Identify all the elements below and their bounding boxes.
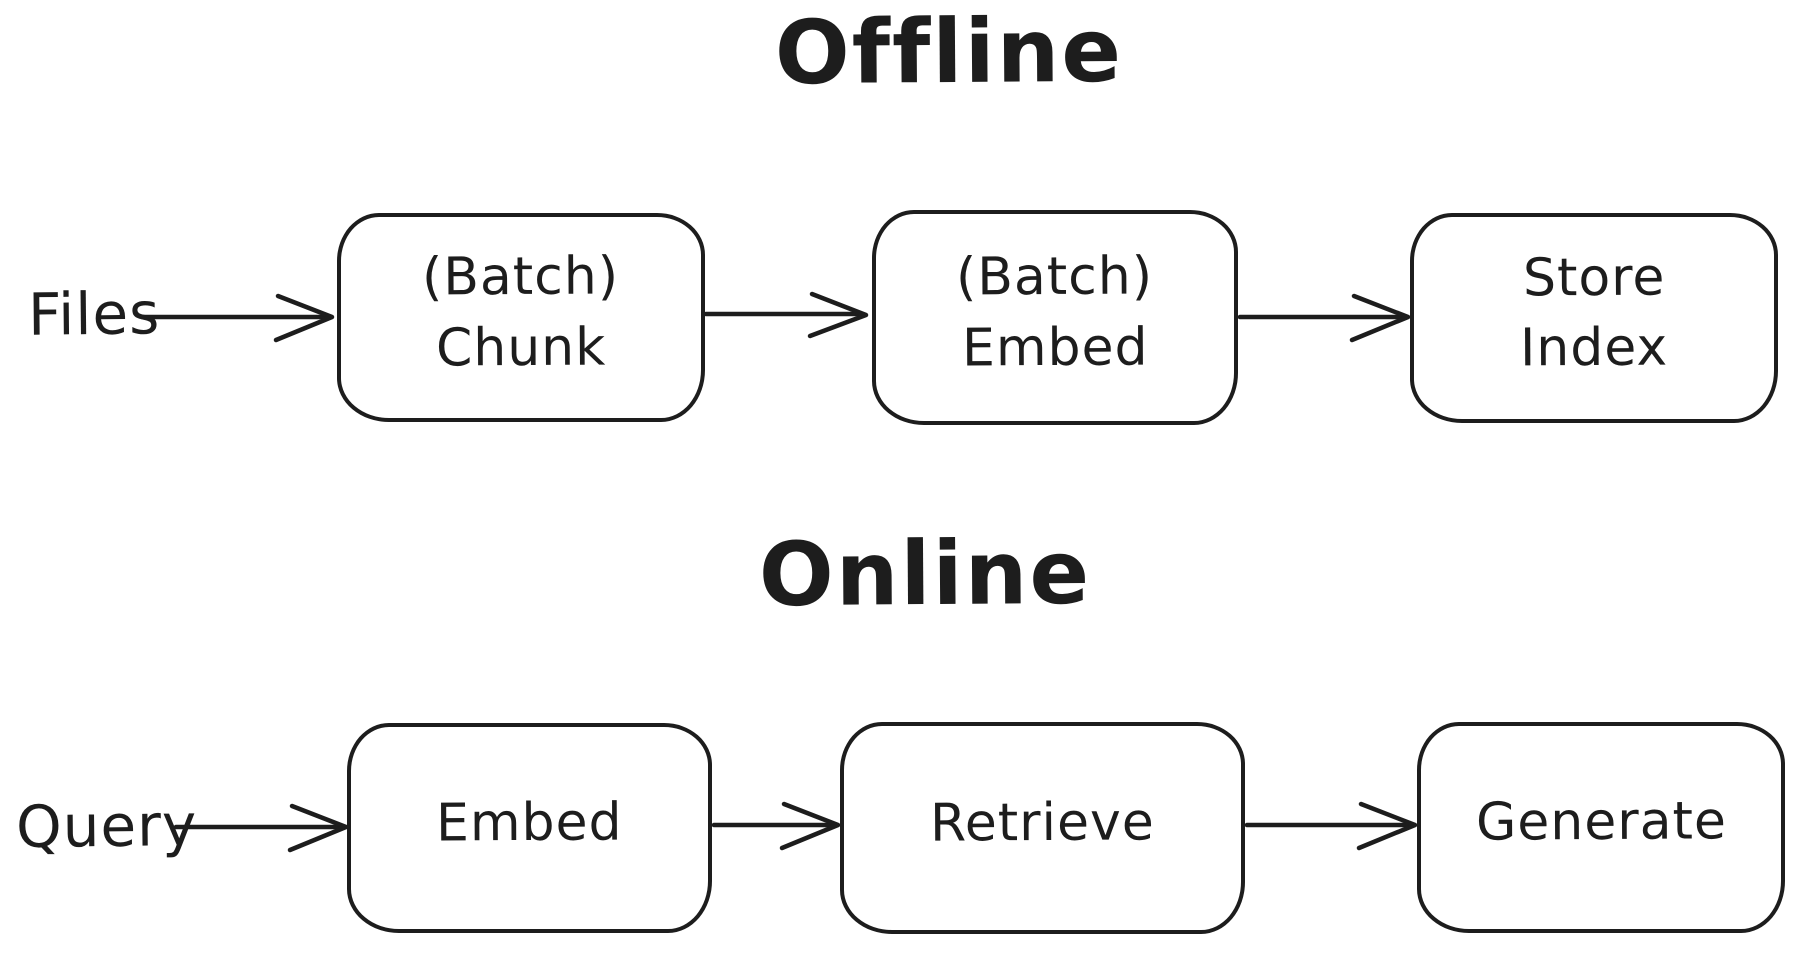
- input-label-files: Files: [27, 279, 161, 349]
- node-label-line: Embed: [961, 317, 1149, 378]
- node-label-line: (Batch): [956, 246, 1154, 308]
- section-title-online: Online: [758, 520, 1092, 627]
- input-label-query: Query: [15, 791, 198, 861]
- arrow-batch-embed-to-store-index: [1237, 293, 1411, 343]
- node-batch-chunk: (Batch) Chunk: [337, 213, 705, 422]
- arrow-retrieve-to-generate: [1244, 801, 1418, 851]
- node-label-line: Index: [1519, 317, 1669, 379]
- node-label-line: Store: [1522, 247, 1666, 309]
- node-label-line: (Batch): [422, 246, 620, 308]
- node-label-line: Retrieve: [929, 792, 1156, 854]
- node-batch-embed: (Batch) Embed: [872, 210, 1238, 425]
- arrow-embed-to-retrieve: [711, 801, 841, 851]
- node-label-line: Generate: [1475, 791, 1727, 854]
- arrow-files-to-chunk: [139, 293, 335, 343]
- node-store-index: Store Index: [1410, 213, 1778, 423]
- node-label-line: Embed: [436, 792, 623, 854]
- section-title-offline: Offline: [774, 0, 1124, 105]
- node-embed: Embed: [347, 723, 712, 933]
- node-retrieve: Retrieve: [840, 722, 1245, 934]
- arrow-query-to-embed: [173, 803, 349, 853]
- arrow-chunk-to-batch-embed: [703, 291, 869, 339]
- node-label-line: Chunk: [435, 317, 607, 378]
- node-generate: Generate: [1417, 722, 1785, 933]
